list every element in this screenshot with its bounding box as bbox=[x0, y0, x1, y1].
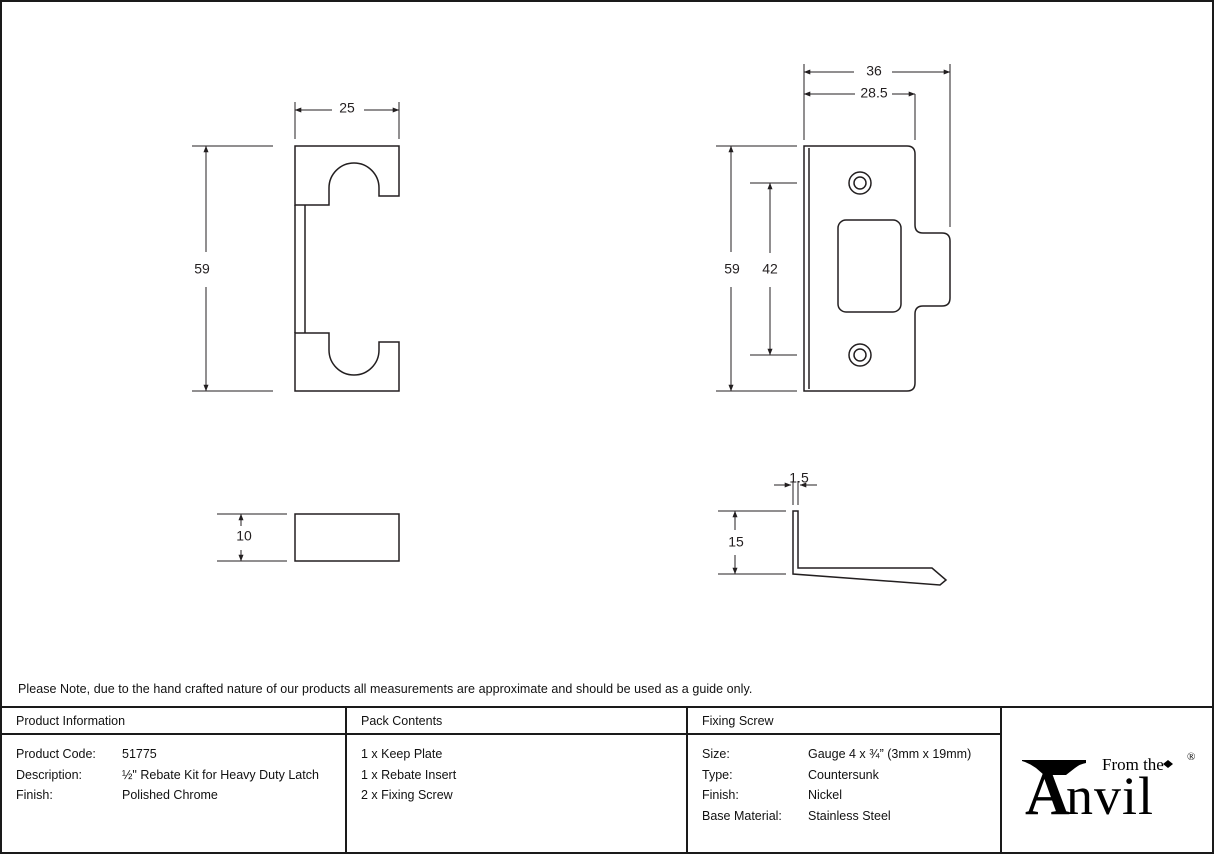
dimension-15 bbox=[718, 510, 786, 575]
view-rebate-insert-front bbox=[294, 145, 400, 392]
column-body-fixing-screw: Size: Gauge 4 x ¾” (3mm x 19mm) Type: Co… bbox=[688, 735, 1000, 826]
spec-value-finish: Polished Chrome bbox=[122, 788, 218, 802]
dimension-label-25: 25 bbox=[339, 100, 355, 116]
dimension-label-15: 15 bbox=[728, 534, 744, 550]
pack-item-rebate-insert: 1 x Rebate Insert bbox=[361, 767, 457, 782]
logo-text-from-the: From the bbox=[1102, 755, 1164, 774]
specification-table: Please Note, due to the hand crafted nat… bbox=[2, 672, 1212, 852]
dimension-10 bbox=[217, 513, 287, 562]
column-product-information: Product Information Product Code: 51775 … bbox=[2, 708, 347, 852]
dimension-label-42: 42 bbox=[762, 261, 778, 277]
spec-row-type: Type: Countersunk bbox=[702, 765, 1000, 786]
column-body-product-information: Product Code: 51775 Description: ½" Reba… bbox=[2, 735, 345, 806]
svg-text:nvil: nvil bbox=[1066, 766, 1154, 818]
spec-row-screw-finish: Finish: Nickel bbox=[702, 785, 1000, 806]
column-pack-contents: Pack Contents 1 x Keep Plate 1 x Rebate … bbox=[347, 708, 688, 852]
spec-row-size: Size: Gauge 4 x ¾” (3mm x 19mm) bbox=[702, 744, 1000, 765]
spec-value-description: ½" Rebate Kit for Heavy Duty Latch bbox=[122, 767, 319, 782]
view-keep-plate-side bbox=[792, 510, 948, 586]
spec-label-base-material: Base Material: bbox=[702, 808, 782, 823]
spec-value-screw-finish: Nickel bbox=[808, 788, 843, 802]
svg-text:A: A bbox=[1025, 760, 1070, 818]
technical-drawing-svg: 25 59 10 36 28.5 59 42 1.5 15 bbox=[192, 63, 951, 586]
spec-row-description: Description: ½" Rebate Kit for Heavy Dut… bbox=[16, 765, 345, 786]
anvil-logo-icon: A nvil From the ® bbox=[1022, 751, 1195, 818]
spec-row-finish: Finish: Polished Chrome bbox=[16, 785, 345, 806]
dimension-42 bbox=[750, 182, 797, 356]
column-brand-logo: A nvil From the ® bbox=[1002, 708, 1212, 852]
spec-value-base-material: Stainless Steel bbox=[808, 808, 891, 823]
dimension-59-left bbox=[192, 145, 273, 392]
spec-value-type: Countersunk bbox=[808, 767, 879, 782]
pack-item-fixing-screw: 2 x Fixing Screw bbox=[361, 788, 453, 802]
note-row: Please Note, due to the hand crafted nat… bbox=[2, 672, 1212, 708]
spec-row-product-code: Product Code: 51775 bbox=[16, 744, 345, 765]
spec-value-product-code: 51775 bbox=[122, 747, 157, 761]
spec-row-base-material: Base Material: Stainless Steel bbox=[702, 806, 1000, 827]
column-heading-pack-contents: Pack Contents bbox=[347, 708, 686, 735]
logo-registered-mark: ® bbox=[1187, 751, 1195, 763]
column-body-pack-contents: 1 x Keep Plate 1 x Rebate Insert 2 x Fix… bbox=[347, 735, 686, 806]
spec-label-size: Size: bbox=[702, 747, 730, 761]
spec-label-description: Description: bbox=[16, 767, 82, 782]
column-heading-product-information: Product Information bbox=[2, 708, 345, 735]
dimension-25 bbox=[294, 102, 400, 139]
technical-drawing-area: 25 59 10 36 28.5 59 42 1.5 15 bbox=[2, 2, 1212, 674]
spec-label-screw-finish: Finish: bbox=[702, 788, 739, 802]
view-rebate-insert-side bbox=[294, 513, 400, 562]
dimension-label-59-right: 59 bbox=[724, 261, 740, 277]
spec-value-size: Gauge 4 x ¾” (3mm x 19mm) bbox=[808, 747, 972, 761]
view-keep-plate-front bbox=[803, 145, 951, 392]
spec-label-finish: Finish: bbox=[16, 788, 53, 802]
pack-item-keep-plate: 1 x Keep Plate bbox=[361, 747, 443, 761]
note-text: Please Note, due to the hand crafted nat… bbox=[18, 681, 753, 696]
dimension-label-59-left: 59 bbox=[194, 261, 210, 277]
table-columns: Product Information Product Code: 51775 … bbox=[2, 708, 1212, 852]
dimension-36 bbox=[803, 64, 951, 227]
spec-label-product-code: Product Code: bbox=[16, 747, 96, 761]
dimension-1-5 bbox=[774, 481, 817, 505]
dimension-59-right bbox=[716, 145, 797, 392]
dimension-label-28-5: 28.5 bbox=[860, 85, 887, 101]
dimension-label-10: 10 bbox=[236, 528, 252, 544]
spec-label-type: Type: bbox=[702, 767, 733, 782]
dimension-28-5 bbox=[803, 91, 916, 140]
column-heading-fixing-screw: Fixing Screw bbox=[688, 708, 1000, 735]
brand-logo: A nvil From the ® bbox=[1014, 744, 1200, 818]
dimension-label-1-5: 1.5 bbox=[789, 470, 809, 486]
column-fixing-screw: Fixing Screw Size: Gauge 4 x ¾” (3mm x 1… bbox=[688, 708, 1002, 852]
dimension-label-36: 36 bbox=[866, 63, 882, 79]
